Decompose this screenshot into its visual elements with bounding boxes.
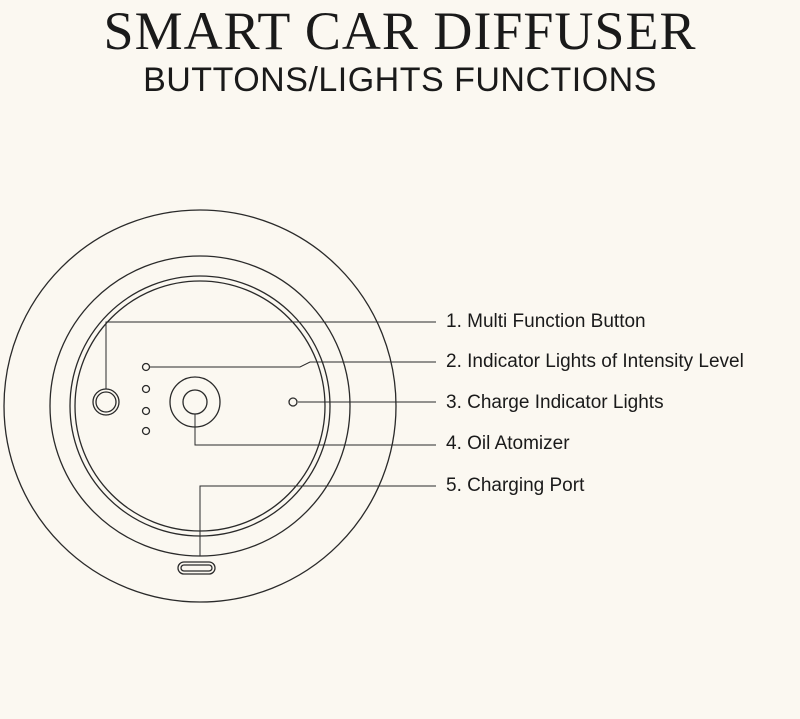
intensity-light-2 [141, 384, 151, 394]
multi-function-button-inner [95, 391, 117, 413]
leader-line-2 [150, 361, 436, 368]
callout-indicator-lights: 2. Indicator Lights of Intensity Level [446, 351, 744, 372]
leader-line-4 [194, 414, 436, 446]
multi-function-button [92, 388, 120, 416]
intensity-light-3 [141, 406, 151, 416]
callout-oil-atomizer: 4. Oil Atomizer [446, 433, 570, 454]
oil-atomizer-inner [182, 389, 208, 415]
intensity-light-4 [141, 426, 151, 436]
callout-charge-indicator: 3. Charge Indicator Lights [446, 392, 664, 413]
page-subtitle: BUTTONS/LIGHTS FUNCTIONS [143, 61, 657, 99]
charging-port [177, 561, 216, 575]
page-title: SMART CAR DIFFUSER [103, 1, 697, 61]
charge-indicator-light [288, 397, 298, 407]
callout-charging-port: 5. Charging Port [446, 475, 585, 496]
callout-multi-function-button: 1. Multi Function Button [446, 311, 646, 332]
leader-line-5 [199, 485, 436, 556]
charging-port-inner [180, 564, 213, 572]
leader-line-1 [105, 321, 436, 389]
intensity-light-1 [141, 362, 151, 372]
outer-rim [3, 209, 397, 603]
